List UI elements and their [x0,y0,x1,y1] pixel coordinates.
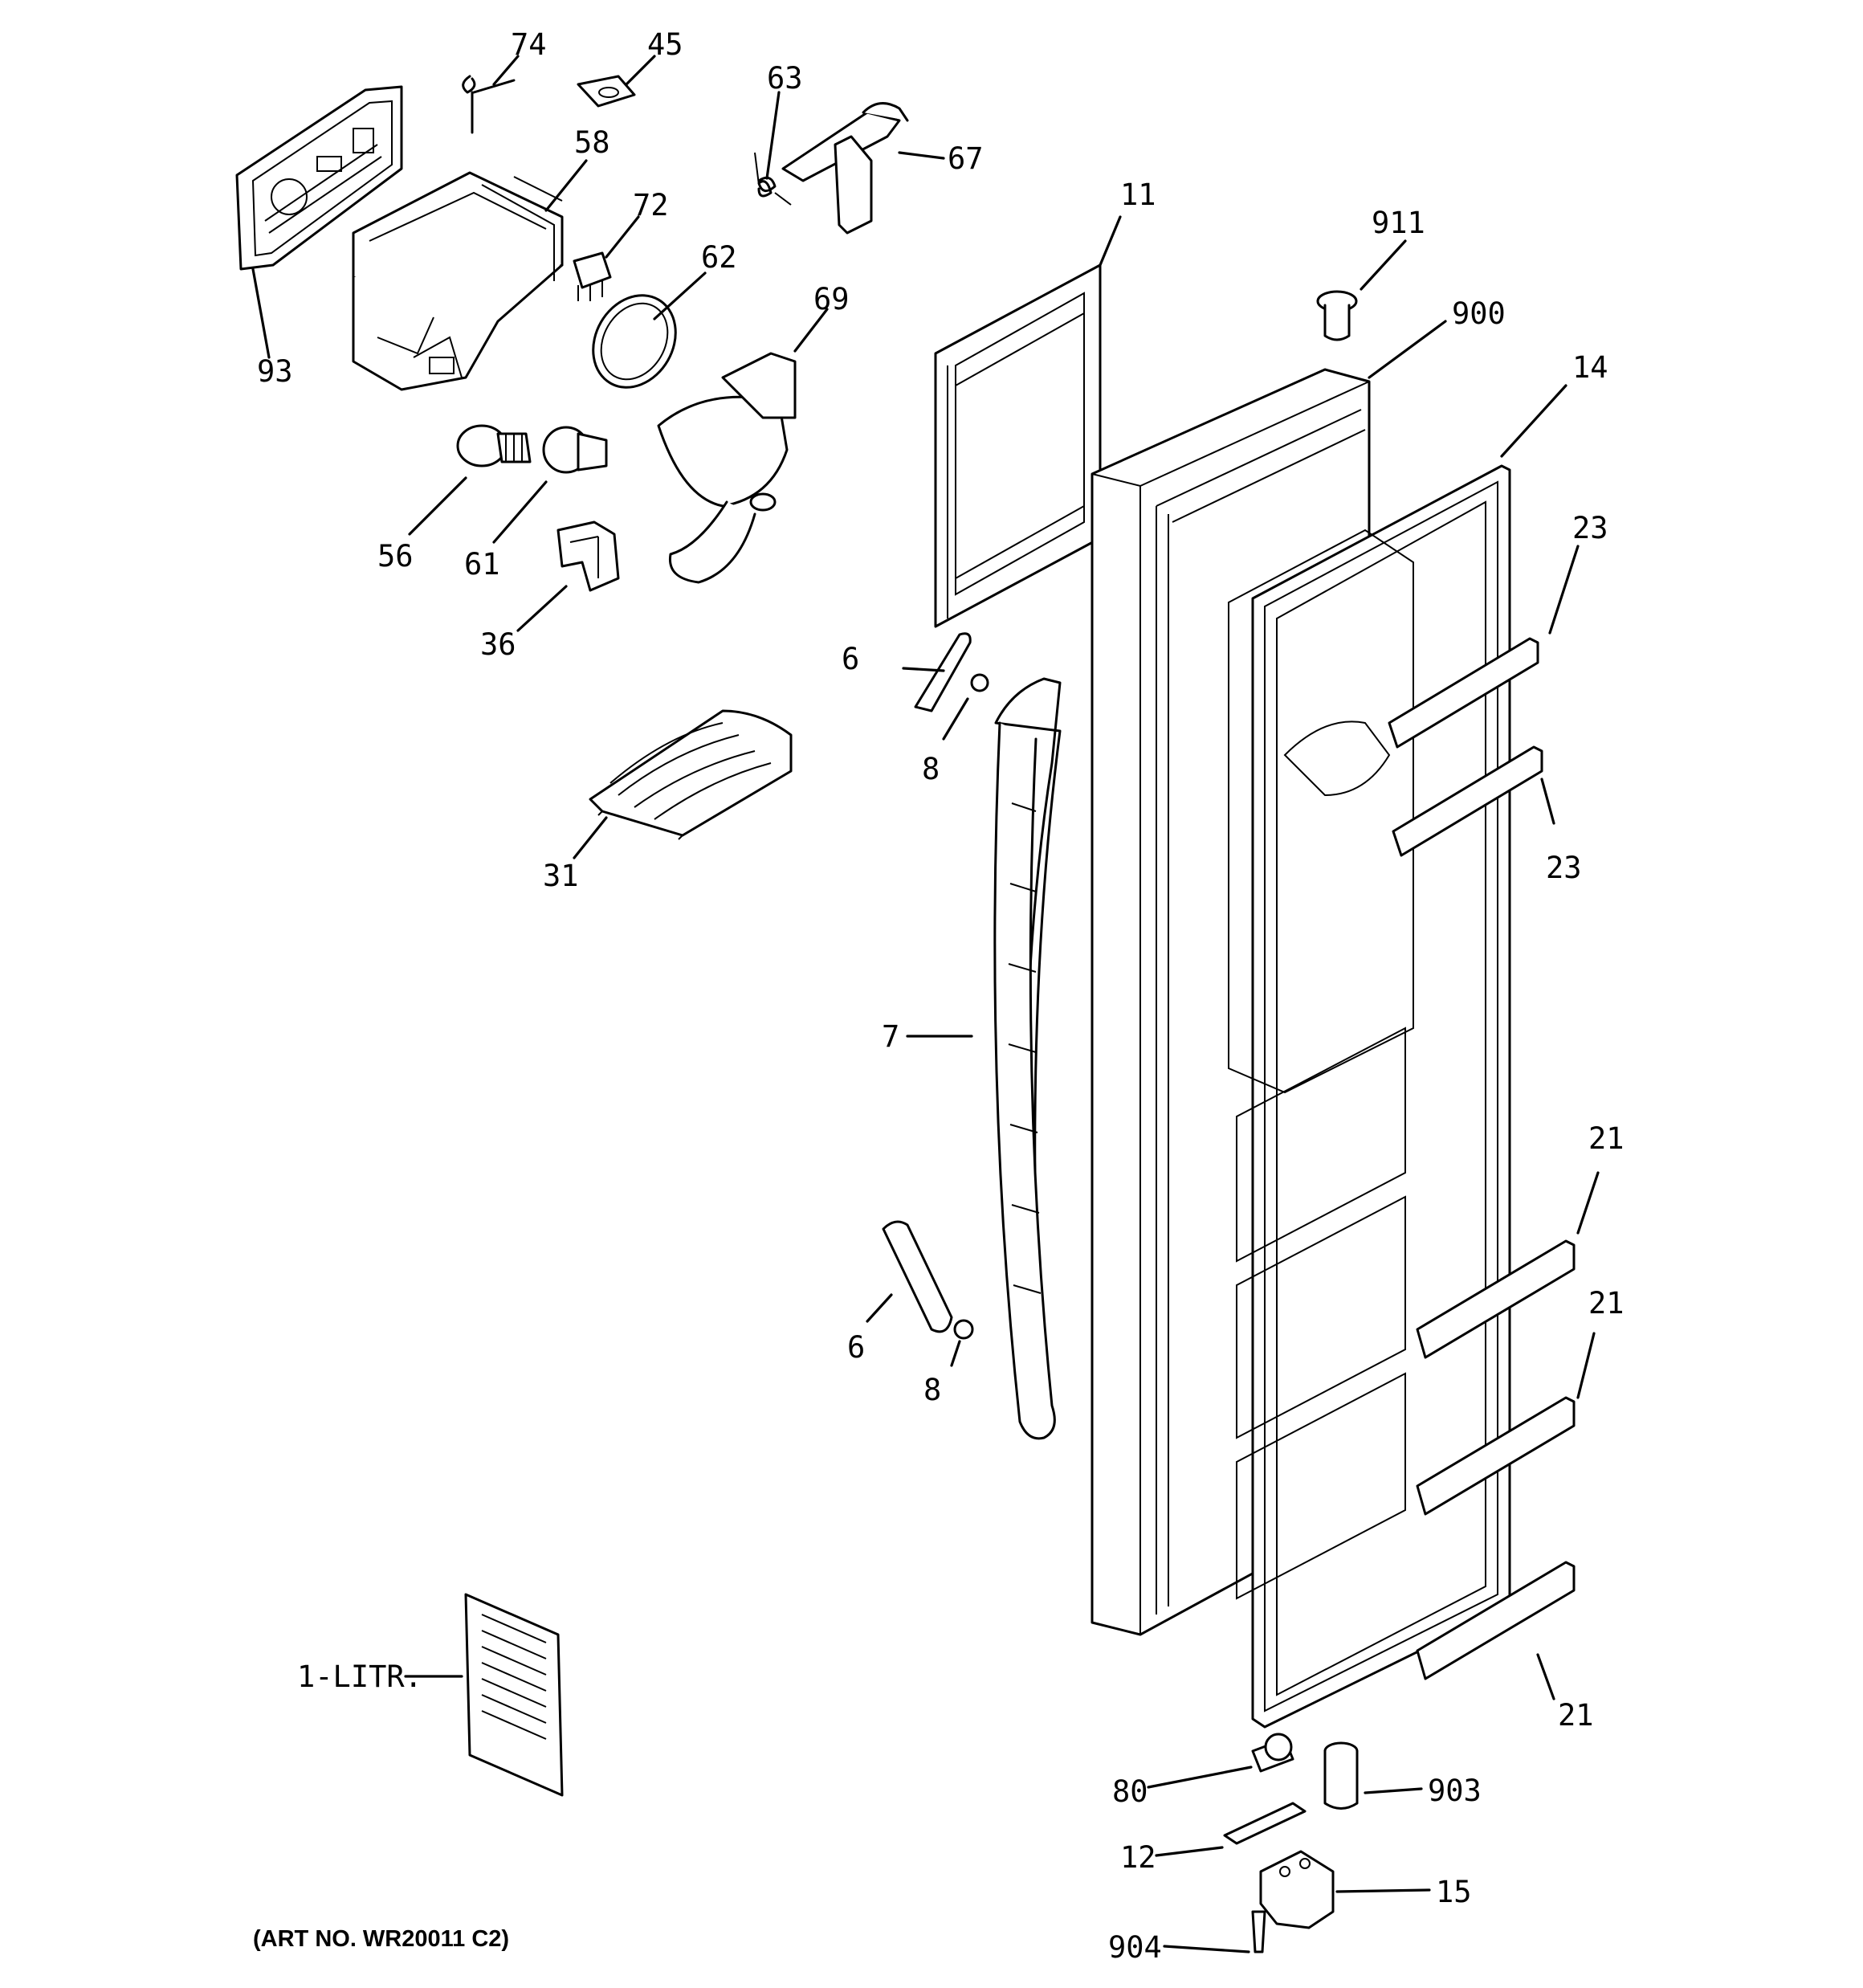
label-903: 903 [1428,1774,1482,1808]
label-911: 911 [1372,206,1425,240]
part-11-door-panel [934,263,1102,628]
part-15-hinge-bracket [1259,1850,1335,1929]
label-58: 58 [574,125,610,160]
part-56-bulb [456,424,532,467]
part-45-bracket [577,75,636,108]
part-903-sleeve [1323,1741,1359,1810]
label-67: 67 [948,141,984,176]
label-31: 31 [543,859,579,893]
part-58-dispenser-housing [352,171,564,391]
part-6-handle-cap-upper [914,632,972,712]
label-62: 62 [701,240,737,275]
part-904-screw [1251,1910,1266,1953]
part-67-bracket [781,102,909,235]
part-61-socket [542,426,608,474]
label-904: 904 [1108,1930,1162,1965]
label-72: 72 [633,188,669,222]
part-74-spring [462,75,516,134]
label-74: 74 [511,27,547,62]
label-61: 61 [464,547,500,582]
label-21-top: 21 [1588,1121,1625,1156]
part-1-litr-booklet [464,1593,564,1797]
label-6-upper: 6 [842,642,859,676]
label-15: 15 [1436,1875,1472,1909]
inner-liner-bins [1228,529,1414,1600]
label-8-lower: 8 [923,1373,941,1407]
label-23-upper: 23 [1572,511,1608,545]
label-8-upper: 8 [922,752,940,786]
label-63: 63 [767,61,803,96]
part-6-handle-cap-lower [882,1220,953,1333]
part-36-bracket [556,520,620,592]
label-1-litr: 1-LITR. [297,1659,422,1694]
label-12: 12 [1120,1840,1156,1875]
label-45: 45 [647,27,683,62]
art-number: (ART NO. WR20011 C2) [253,1926,509,1952]
part-12-hinge-plate [1223,1802,1307,1845]
part-31-drip-tray [589,709,793,840]
part-80-plug [1251,1733,1294,1773]
part-62-ring [592,294,677,389]
label-36: 36 [480,627,516,662]
label-21-middle: 21 [1588,1286,1625,1321]
label-21-bottom: 21 [1558,1698,1594,1733]
part-21-rail-3 [1416,1561,1576,1680]
part-21-rail-2 [1416,1396,1576,1516]
label-80: 80 [1112,1774,1148,1809]
label-93: 93 [257,354,293,389]
part-911-bushing [1316,290,1358,341]
part-8-screw-upper [970,673,989,692]
part-23-rail-lower [1392,745,1543,857]
part-23-rail-upper [1388,637,1539,749]
part-69-ice-chute [657,352,797,584]
part-8-screw-lower [953,1319,974,1340]
part-21-rail-1 [1416,1239,1576,1359]
part-7-handle [993,677,1062,1440]
label-7: 7 [882,1019,899,1054]
part-14-door-liner [1251,464,1511,1729]
label-6-lower: 6 [847,1330,865,1365]
part-93-control-board [235,85,403,271]
label-23-lower: 23 [1546,851,1582,885]
label-14: 14 [1572,350,1608,385]
label-69: 69 [813,282,850,316]
label-900: 900 [1452,296,1506,331]
part-63-spring [754,152,792,206]
leader-lines [251,55,1600,1953]
label-56: 56 [377,539,414,574]
label-11: 11 [1120,178,1156,212]
part-72-switch [573,251,612,301]
